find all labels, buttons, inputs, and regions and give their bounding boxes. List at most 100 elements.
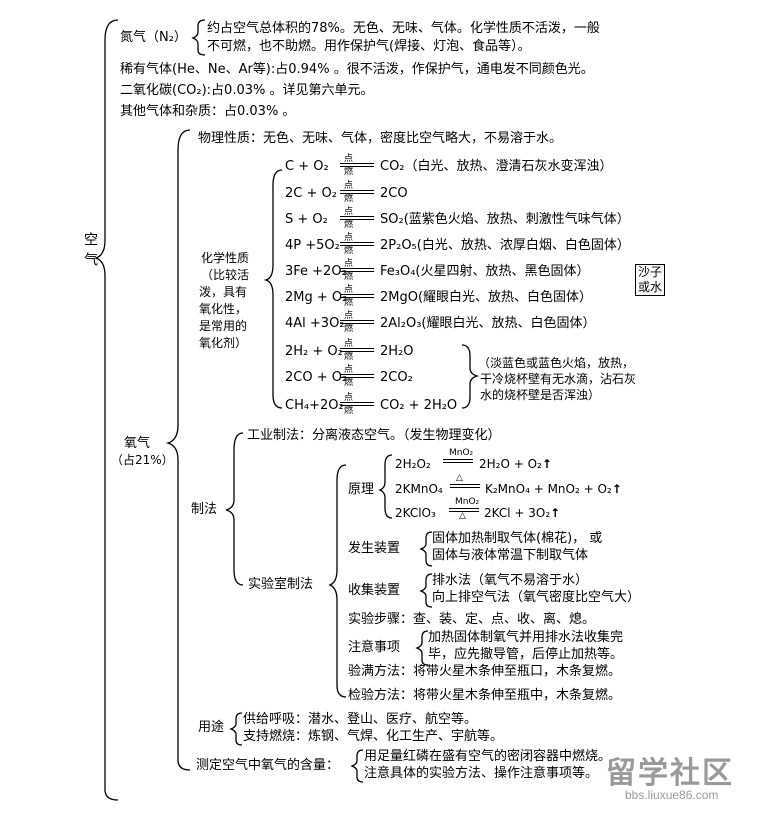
reaction-reactants: CH₄+2O₂ [285,398,344,413]
apparatus-line-2: 固体与液体常温下制取气体 [432,548,589,563]
n2-label: 氮气（N₂） [120,30,187,45]
equals-line [443,462,473,463]
condition-label: 点燃 [344,207,354,230]
lab-method-label: 实验室制法 [248,577,314,592]
principle-condition: △ [456,473,463,483]
equals-line [340,323,374,324]
n2-desc-line-1: 约占空气总体积的78%。无色、无味、气体。化学性质不活泼，一般 [207,21,600,36]
reaction-reactants: 2Mg + O₂ [285,290,348,305]
co2-line: 二氧化碳(CO₂):占0.03% 。详见第六单元。 [120,83,374,98]
chem-label-line: （比较活 [201,268,250,282]
equals-line [340,374,374,375]
reaction-reactants: 4Al +3O₂ [285,316,345,331]
condition-label: 点燃 [344,365,354,388]
equals-line [450,484,480,485]
measure-label: 测定空气中氧气的含量： [196,758,340,773]
gas-up-arrow-icon: ↑ [541,457,552,471]
collect-label: 收集装置 [348,583,401,598]
principle-condition: MnO₂ [455,497,480,507]
condition-label: 点燃 [344,339,354,362]
reaction-reactants: 3Fe +2O₂ [285,264,347,279]
watermark-logo: 留学社区 [606,757,734,790]
principle-products-text: 2KCl + 3O₂ [484,506,551,520]
measure-line-1: 用足量红磷在盛有空气的密闭容器中燃烧。 [364,749,612,764]
equals-line [340,348,374,349]
equals-line [340,193,374,194]
collect-line-1: 排水法（氧气不易溶于水） [432,573,589,588]
reaction-products: 2CO [380,186,408,201]
principle-products: K₂MnO₄ + MnO₂ + O₂↑ [485,481,622,497]
principle-condition: MnO₂ [449,448,474,458]
fe-note-line-1: 沙子 [638,265,663,279]
full-check-method: 验满方法：将带火星木条伸至瓶口，木条复燃。 [348,664,622,679]
reaction-reactants: S + O₂ [285,212,328,227]
fe-note-box: 沙子 或水 [635,264,666,296]
condition-label: 点燃 [344,311,354,334]
reaction-products: CO₂（白光、放热、澄清石灰水变浑浊） [380,159,613,174]
equals-line [340,405,374,406]
gas-up-arrow-icon: ↑ [611,482,622,496]
flame-note-line-3: 水的烧杯壁是否浑浊） [480,388,601,402]
chem-label-line: 化学性质 [201,251,250,265]
notes-line-2: 毕，应先撤导管，后停止加热等。 [428,647,624,662]
reaction-reactants: 2C + O₂ [285,186,337,201]
equals-line [340,216,374,217]
equals-line [340,294,374,295]
chem-label-line: 泼，具有 [199,285,248,299]
oxygen-label: 氧气 [124,436,151,451]
equals-line [340,320,374,321]
prep-label: 制法 [191,502,218,517]
chem-label-line: 是常用的 [199,319,248,333]
reaction-reactants: C + O₂ [285,159,329,174]
collect-line-2: 向上排空气法（氧气密度比空气大） [432,590,641,605]
uses-label: 用途 [198,720,225,735]
principle-products: 2H₂O + O₂↑ [479,456,552,472]
principle-reactants: 2KMnO₄ [395,482,443,496]
reaction-reactants: 4P +5O₂ [285,238,340,253]
equals-line [340,271,374,272]
equals-line [449,511,479,512]
equals-line [340,297,374,298]
chem-label-line: 氧化性， [199,302,248,316]
principle-reactants: 2KClO₃ [395,506,436,520]
test-method: 检验方法：将带火星木条伸至瓶中，木条复燃。 [348,688,622,703]
noble-gas-line: 稀有气体(He、Ne、Ar等):占0.94% 。很不活泼，作保护气，通电发不同颜… [120,62,594,77]
apparatus-line-1: 固体加热制取气体(棉花)， 或 [432,531,603,546]
equals-line [340,219,374,220]
equals-line [340,377,374,378]
equals-line [340,268,374,269]
reaction-reactants: 2H₂ + O₂ [285,344,343,359]
principle-products: 2KCl + 3O₂↑ [484,505,560,521]
reaction-products: 2MgO(耀眼白光、放热、白色固体） [380,290,593,305]
chem-label-line: 氧化剂） [199,336,248,350]
industrial-method: 工业制法：分离液态空气。（发生物理变化） [247,428,501,443]
notes-line-1: 加热固体制氧气并用排水法收集完 [428,630,624,645]
physical-properties: 物理性质：无色、无味、气体，密度比空气略大，不易溶于水。 [198,131,563,146]
principle-condition-heat: △ [459,511,466,521]
reaction-products: 2P₂O₅(白光、放热、浓厚白烟、白色固体） [380,238,630,253]
principle-products-text: K₂MnO₄ + MnO₂ + O₂ [485,482,612,496]
principle-reactants: 2H₂O₂ [395,457,431,471]
watermark-url: bbs.liuxue86.com [625,788,719,802]
equals-line [340,166,374,167]
equals-line [340,163,374,164]
equals-line [449,508,479,509]
equals-line [340,242,374,243]
flame-note-line-1: （淡蓝色或蓝色火焰，放热， [478,356,635,370]
flame-note-line-2: 干冷烧杯壁有无水滴，沾石灰 [480,372,637,386]
fe-note-line-2: 或水 [638,280,663,294]
condition-label: 点燃 [344,259,354,282]
gas-up-arrow-icon: ↑ [550,506,561,520]
equals-line [443,459,473,460]
condition-label: 点燃 [344,181,354,204]
reaction-products: 2H₂O [380,344,414,359]
reaction-products: 2CO₂ [380,370,413,385]
reaction-products: SO₂(蓝紫色火焰、放热、刺激性气味气体） [380,212,630,227]
equals-line [340,351,374,352]
condition-label: 点燃 [344,393,354,416]
n2-desc-line-2: 不可燃，也不助燃。用作保护气(焊接、灯泡、食品等）。 [207,39,531,54]
oxygen-share: （占21%） [111,453,174,467]
condition-label: 点燃 [344,154,354,177]
equals-line [340,402,374,403]
